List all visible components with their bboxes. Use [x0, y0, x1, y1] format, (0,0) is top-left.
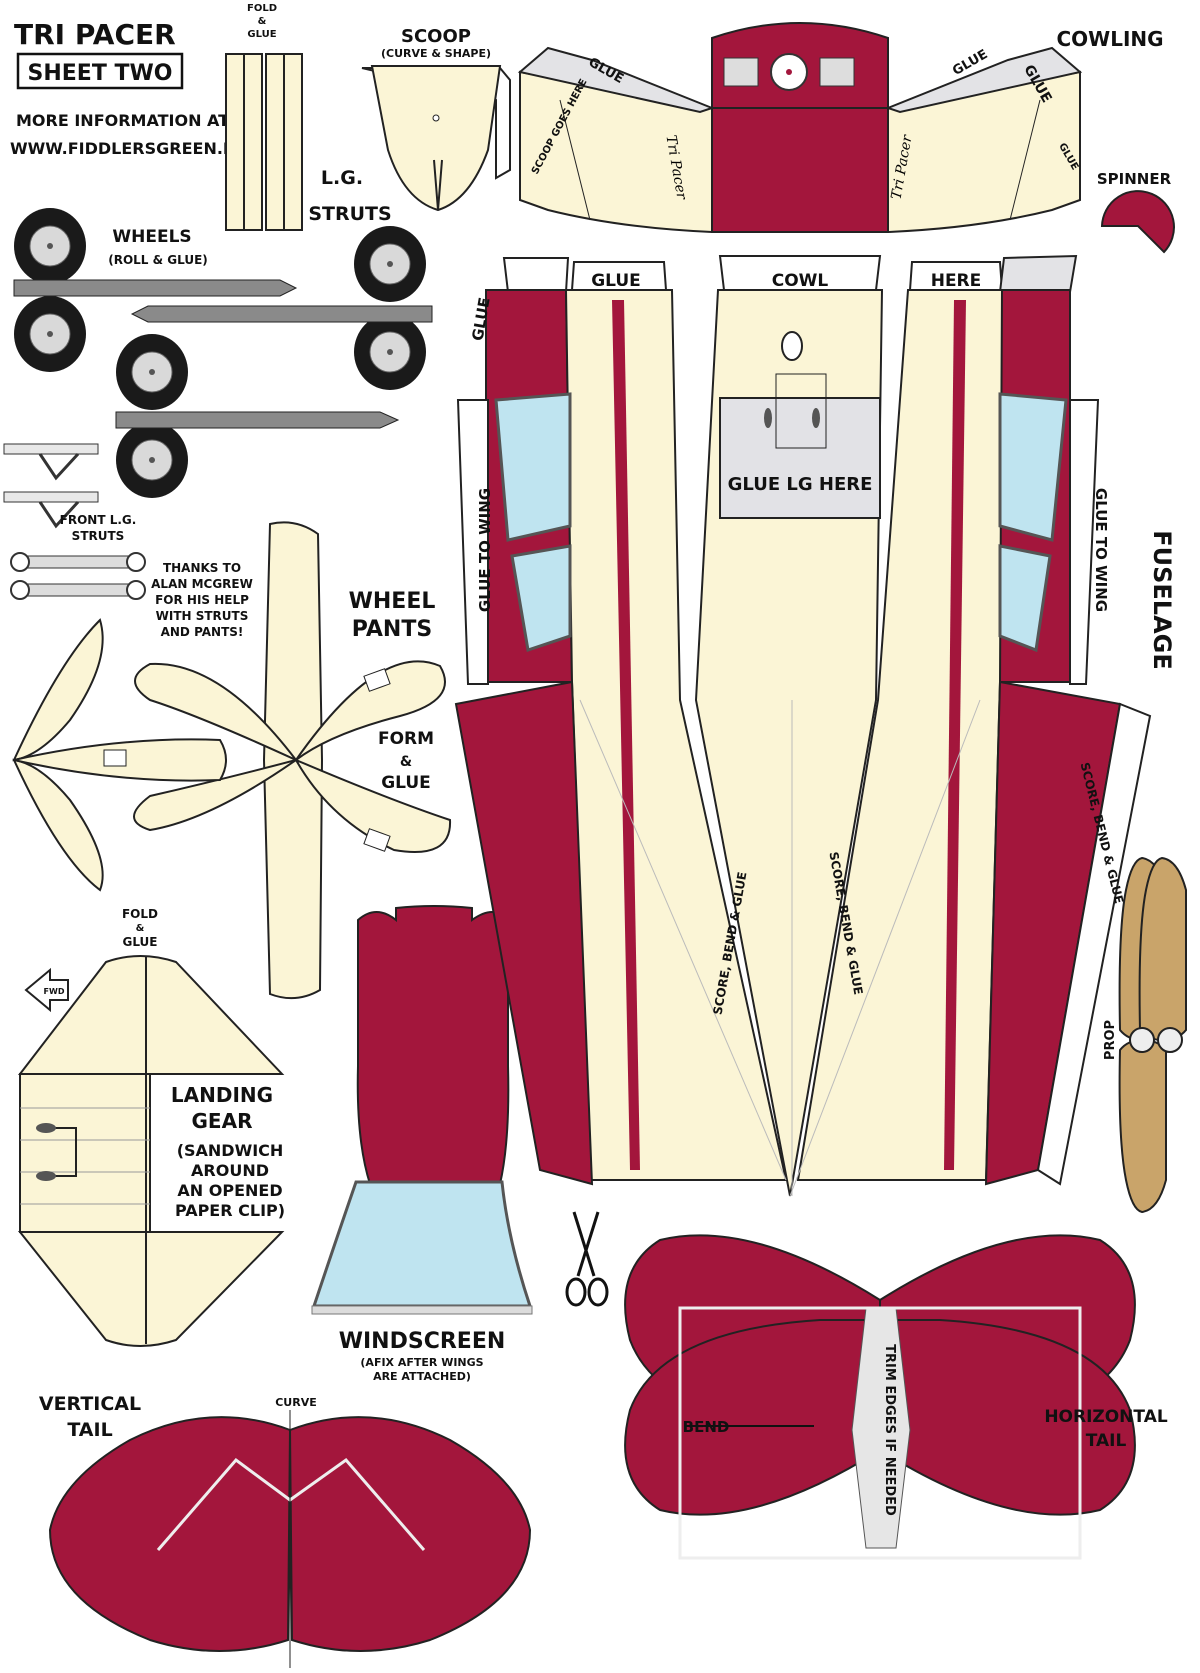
gear-fold-glue-3: GLUE: [122, 935, 157, 949]
front-lg-label-1: FRONT L.G.: [60, 513, 137, 527]
lg-struts-label-1: L.G.: [321, 167, 363, 189]
thanks-3: FOR HIS HELP: [155, 593, 249, 607]
front-lg-struts: [3, 443, 146, 600]
landing-gear-6: PAPER CLIP): [175, 1201, 285, 1220]
thanks-1: THANKS TO: [163, 561, 241, 575]
wheel-pants-part: [12, 521, 452, 1000]
front-lg-label-2: STRUTS: [72, 529, 125, 543]
fold-glue-top-2: &: [258, 16, 267, 27]
windscreen-sub-2: ARE ATTACHED): [373, 1370, 471, 1383]
wheel-pants-label-2: PANTS: [352, 617, 432, 642]
fuselage-glue-tab: GLUE: [591, 271, 641, 291]
landing-gear-1: LANDING: [171, 1083, 273, 1107]
fuselage-here-tab: HERE: [931, 271, 982, 291]
spinner-label: SPINNER: [1097, 170, 1172, 188]
fuselage-part: [454, 254, 1152, 1197]
gear-fold-glue-2: &: [136, 923, 145, 934]
horizontal-tail-part: [624, 1234, 1136, 1560]
landing-gear-4: AROUND: [191, 1161, 269, 1180]
cowling-label: COWLING: [1056, 27, 1163, 51]
fwd-arrow: FWD: [24, 967, 69, 1013]
prop-part: [1118, 856, 1187, 1214]
info-line: MORE INFORMATION AT:: [16, 111, 235, 130]
spinner-part: [1100, 190, 1175, 254]
curve-label: CURVE: [275, 1396, 317, 1409]
glue-to-wing-left: GLUE TO WING: [476, 488, 494, 612]
fuselage-label: FUSELAGE: [1148, 530, 1176, 670]
windscreen-part: [311, 905, 533, 1315]
glue-lg-here-label: GLUE LG HERE: [728, 474, 873, 495]
landing-gear-3: (SANDWICH: [177, 1141, 284, 1160]
trim-edges-label: TRIM EDGES IF NEEDED: [882, 1344, 897, 1516]
wheels-label: WHEELS: [112, 227, 191, 247]
landing-gear-5: AN OPENED: [177, 1181, 282, 1200]
fold-glue-top-3: GLUE: [247, 29, 276, 40]
wheels-part: [13, 208, 433, 498]
fold-glue-top-1: FOLD: [247, 3, 277, 14]
sheet-label: SHEET TWO: [28, 61, 173, 86]
sheet-box: [16, 52, 184, 90]
scissors-icon: [565, 1211, 609, 1307]
glue-to-wing-right: GLUE TO WING: [1092, 488, 1110, 612]
form-glue-3: GLUE: [381, 773, 431, 793]
vertical-tail-part: [48, 1410, 532, 1668]
fwd-label: FWD: [44, 987, 65, 996]
wheels-sublabel: (ROLL & GLUE): [108, 253, 208, 267]
form-glue-2: &: [400, 754, 412, 770]
cowling-part: [517, 22, 1083, 234]
thanks-2: ALAN MCGREW: [151, 577, 253, 591]
gear-fold-glue-1: FOLD: [122, 907, 158, 921]
scoop-sublabel: (CURVE & SHAPE): [381, 47, 491, 60]
lg-struts-label-2: STRUTS: [308, 203, 391, 225]
landing-gear-2: GEAR: [192, 1109, 253, 1133]
thanks-4: WITH STRUTS: [156, 609, 249, 623]
windscreen-sub-1: (AFIX AFTER WINGS: [360, 1356, 483, 1369]
vertical-tail-2: TAIL: [67, 1419, 112, 1441]
horizontal-tail-2: TAIL: [1086, 1431, 1127, 1451]
vertical-tail-1: VERTICAL: [39, 1393, 141, 1415]
windscreen-label: WINDSCREEN: [339, 1329, 506, 1354]
prop-label: PROP: [1103, 1020, 1118, 1060]
model-title: TRI PACER: [14, 18, 176, 51]
lg-struts-strips: [225, 53, 303, 231]
website-url: WWW.FIDDLERSGREEN.NET: [10, 139, 258, 158]
fuselage-cowl-tab: COWL: [772, 271, 829, 291]
scoop-part: [361, 65, 511, 212]
thanks-5: AND PANTS!: [161, 625, 244, 639]
horizontal-tail-1: HORIZONTAL: [1044, 1407, 1168, 1427]
form-glue-1: FORM: [378, 729, 434, 749]
wheel-pants-label-1: WHEEL: [349, 589, 436, 614]
bend-label: BEND: [683, 1418, 730, 1436]
scoop-label: SCOOP: [401, 26, 471, 47]
landing-gear-part: [17, 955, 285, 1347]
